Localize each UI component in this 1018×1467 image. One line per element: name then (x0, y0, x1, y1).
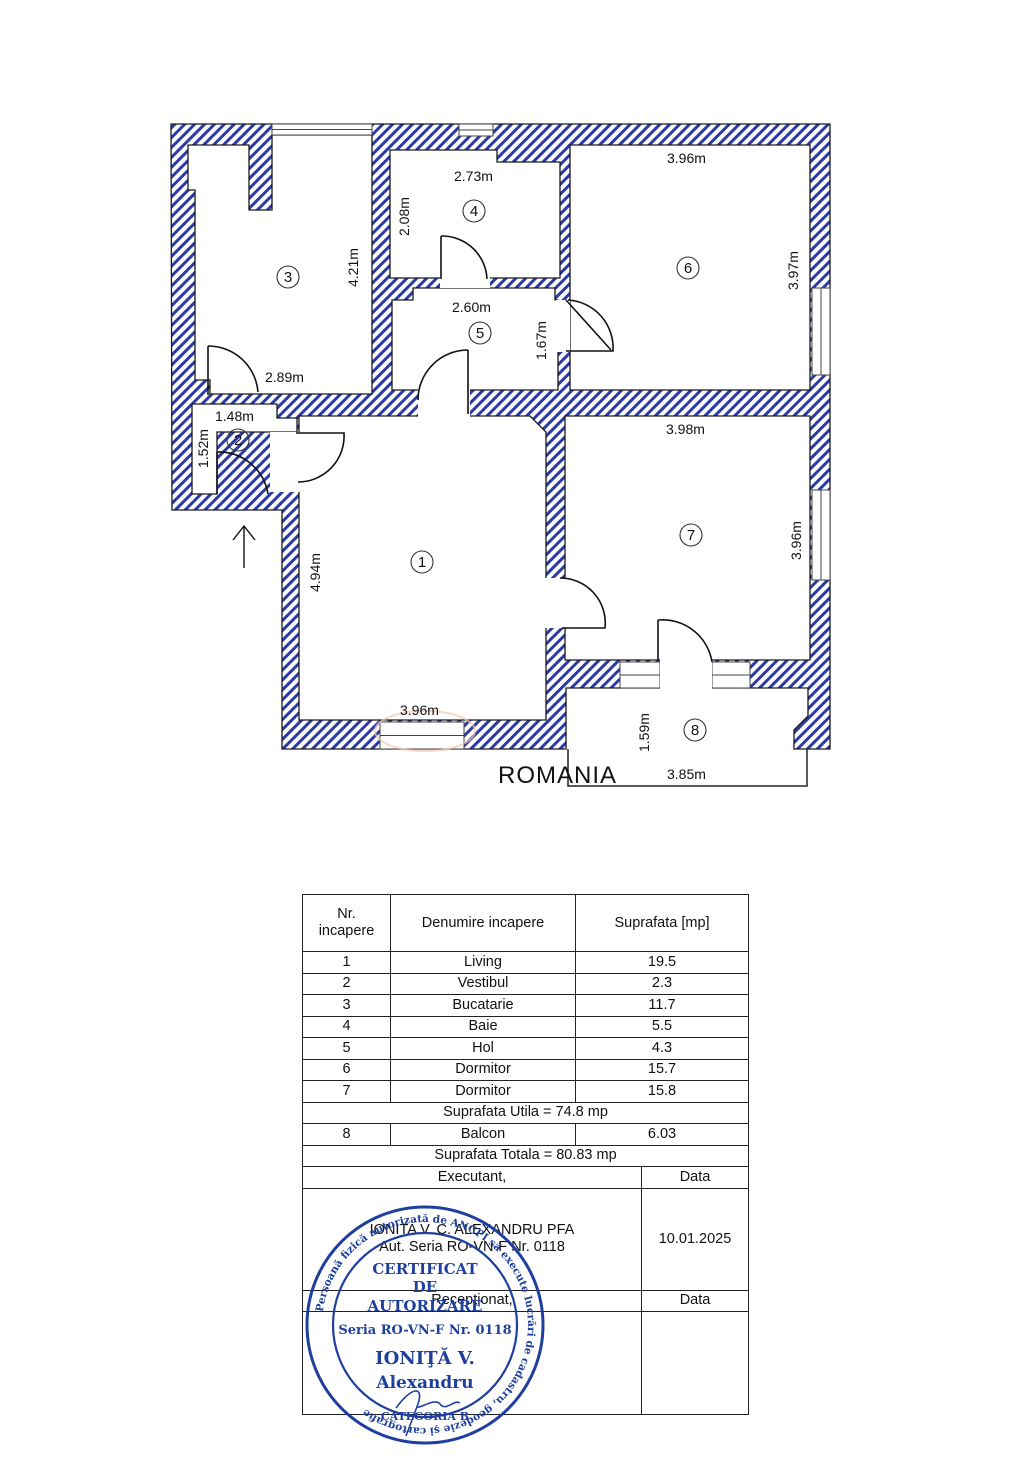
svg-text:ROMANIA: ROMANIA (498, 762, 617, 789)
watermark: ROMANIA (374, 710, 617, 789)
door-swings (207, 235, 713, 663)
room-number-markers (226, 199, 707, 742)
entrance-arrow-icon (232, 524, 256, 568)
execution-date: 10.01.2025 (640, 1187, 750, 1291)
dimension-label: 1.52m (195, 429, 211, 468)
executant-name: IONITA V. C. ALEXANDRU PFA (369, 1222, 575, 1239)
room-number: 8 (691, 722, 699, 739)
walls (170, 123, 831, 750)
room-number: 3 (284, 269, 292, 286)
header-nr: Nr. incapere (302, 894, 391, 952)
room-number: 4 (470, 203, 478, 220)
signature-header-row: Executant, Data (302, 1166, 750, 1189)
reception-row (302, 1311, 750, 1415)
dimension-label: 4.94m (307, 553, 323, 592)
room-area-table: Nr. incapere Denumire incapere Suprafata… (301, 894, 750, 1415)
dimension-label: 3.96m (667, 150, 706, 166)
room-number: 5 (476, 325, 484, 342)
room-number: 1 (418, 554, 426, 571)
dimension-label: 3.98m (666, 421, 705, 437)
dimension-label: 1.67m (533, 321, 549, 360)
dimension-label: 3.96m (788, 521, 804, 560)
balcony-outline (567, 749, 808, 787)
reception-header-row: Receptionat, Data (302, 1289, 750, 1312)
floor-plan: ROMANIA 3.96m 2.73m 2.08m 4.21m 3.97m 2.… (170, 123, 831, 789)
windows (271, 123, 831, 750)
dimension-label: 1.48m (215, 408, 254, 424)
authorization-number: Aut. Seria RO-VN-F Nr. 0118 (379, 1239, 565, 1255)
dimension-label: 2.89m (265, 369, 304, 385)
dimension-label: 3.97m (785, 251, 801, 290)
dimension-label: 3.85m (667, 766, 706, 782)
room-number: 7 (687, 527, 695, 544)
executant-row: IONITA V. C. ALEXANDRU PFA Aut. Seria RO… (302, 1187, 750, 1291)
door-openings (270, 276, 712, 689)
dimension-label: 1.59m (636, 713, 652, 752)
dimension-label: 3.96m (400, 702, 439, 718)
room-number: 6 (684, 260, 692, 277)
useful-area-row: Suprafata Utila = 74.8 mp (301, 1101, 750, 1124)
room-number: 2 (234, 432, 242, 449)
total-area-row: Suprafata Totala = 80.83 mp (301, 1144, 750, 1167)
header-name: Denumire incapere (390, 894, 576, 952)
header-area: Suprafata [mp] (574, 894, 750, 952)
dimension-label: 2.73m (454, 168, 493, 184)
dimension-label: 4.21m (345, 248, 361, 287)
dimension-label: 2.60m (452, 299, 491, 315)
dimension-label: 2.08m (396, 197, 412, 236)
